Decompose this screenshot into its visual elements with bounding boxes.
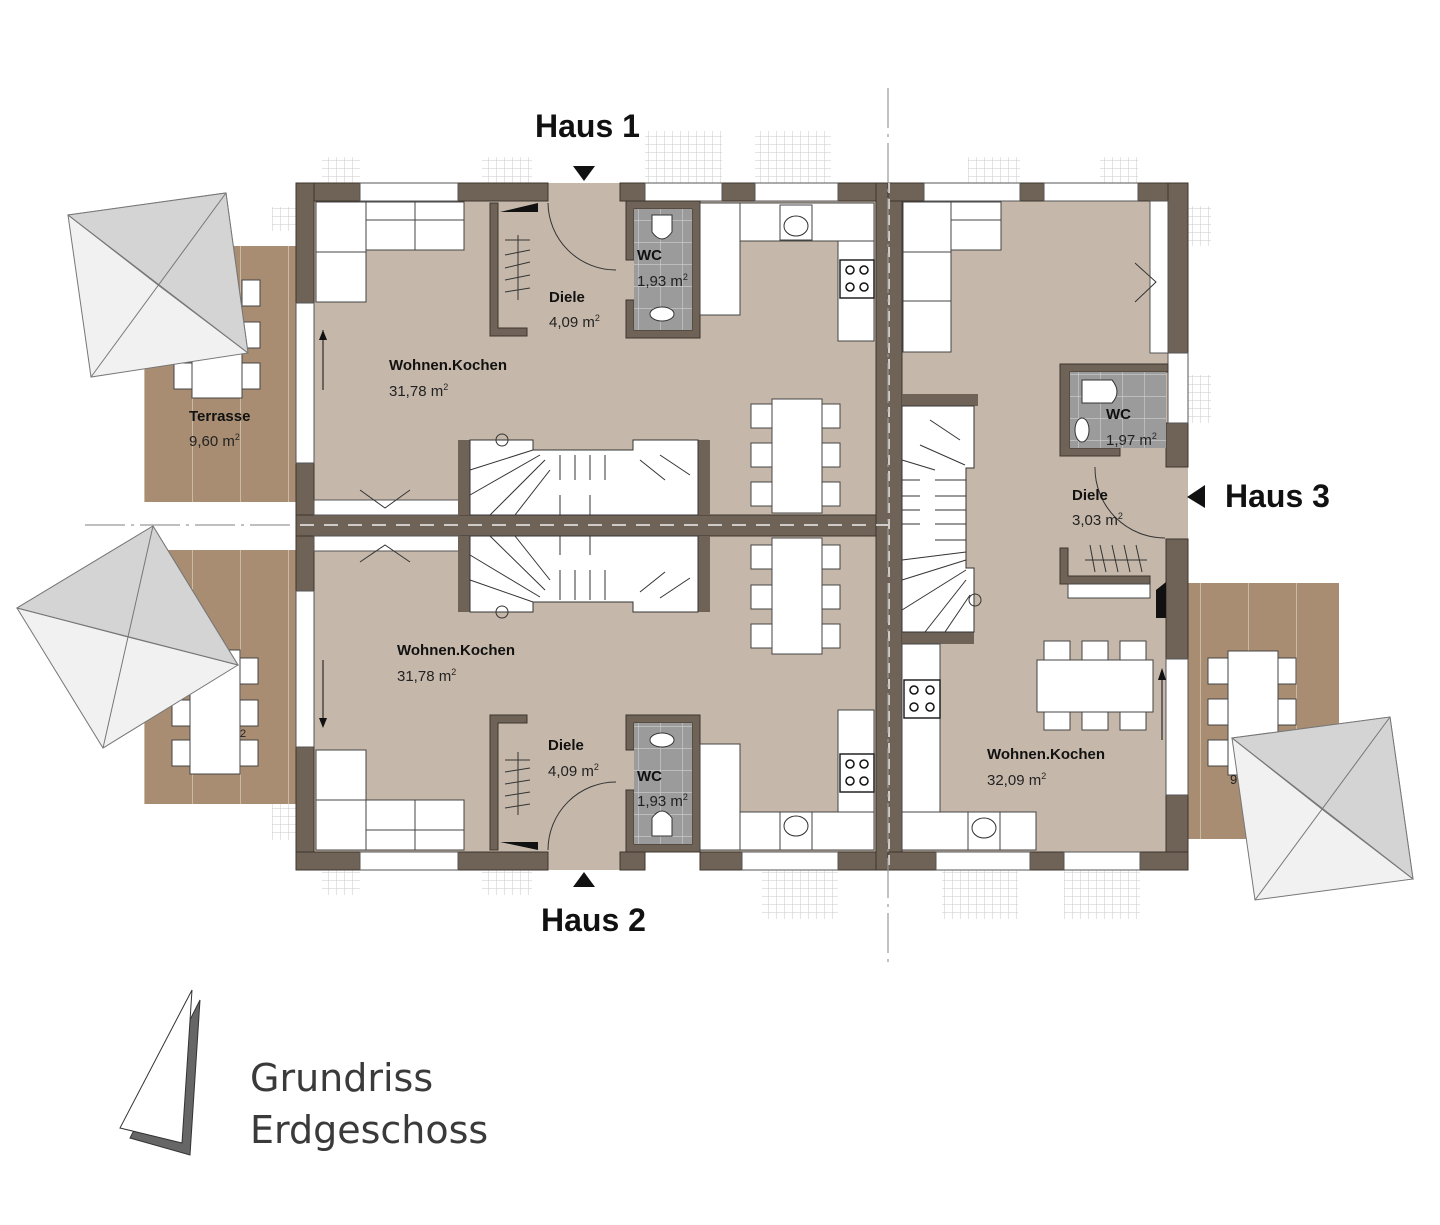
room-h1-terrasse-area: 9,60 m2	[189, 432, 240, 450]
room-h2-wohnen-name: Wohnen.Kochen	[397, 642, 516, 659]
haus3-label: Haus 3	[1225, 478, 1330, 514]
entrance-arrow-haus1	[573, 166, 595, 181]
room-h1-diele-area: 4,09 m2	[549, 313, 600, 331]
room-h3-terrasse-partial: 9	[1230, 772, 1238, 787]
room-h1-wc-area: 1,93 m2	[637, 272, 688, 290]
room-h3-wohnen-name: Wohnen.Kochen	[987, 746, 1106, 763]
room-h2-wc-area: 1,93 m2	[637, 792, 688, 810]
umbrella-haus2	[15, 525, 240, 749]
haus1-label: Haus 1	[535, 108, 640, 144]
room-h1-terrasse-name: Terrasse	[189, 408, 251, 425]
room-h1-wohnen-area: 31,78 m2	[389, 382, 449, 400]
room-h2-diele-area: 4,09 m2	[548, 762, 599, 780]
window-sill-grids	[272, 131, 1211, 919]
room-h2-terrasse-partial: 2	[240, 728, 247, 740]
room-h3-diele-name: Diele	[1072, 487, 1108, 504]
room-h3-wohnen-area: 32,09 m2	[987, 771, 1047, 789]
haus2-label: Haus 2	[541, 902, 646, 938]
entrance-arrow-haus3	[1187, 485, 1205, 508]
north-arrow-icon	[119, 989, 201, 1156]
haus2-interior	[315, 535, 875, 853]
room-h1-wc-name: WC	[637, 247, 662, 264]
plan-title-line1: Grundriss	[250, 1056, 434, 1100]
plan-title-line2: Erdgeschoss	[250, 1108, 489, 1152]
umbrella-haus1	[66, 192, 249, 378]
room-h3-wc-name: WC	[1106, 406, 1131, 423]
room-h3-diele-area: 3,03 m2	[1072, 511, 1123, 529]
haus1-interior	[315, 200, 875, 516]
room-h1-wohnen-name: Wohnen.Kochen	[389, 357, 508, 374]
umbrella-haus3	[1230, 716, 1414, 901]
room-h2-wc-name: WC	[637, 768, 662, 785]
room-h2-diele-name: Diele	[548, 737, 584, 754]
room-h2-wohnen-area: 31,78 m2	[397, 667, 457, 685]
room-h1-diele-name: Diele	[549, 289, 585, 306]
walls	[295, 182, 1189, 871]
entrance-arrow-haus2	[573, 872, 595, 887]
room-h3-wc-area: 1,97 m2	[1106, 431, 1157, 449]
haus3-interior	[901, 201, 1169, 851]
